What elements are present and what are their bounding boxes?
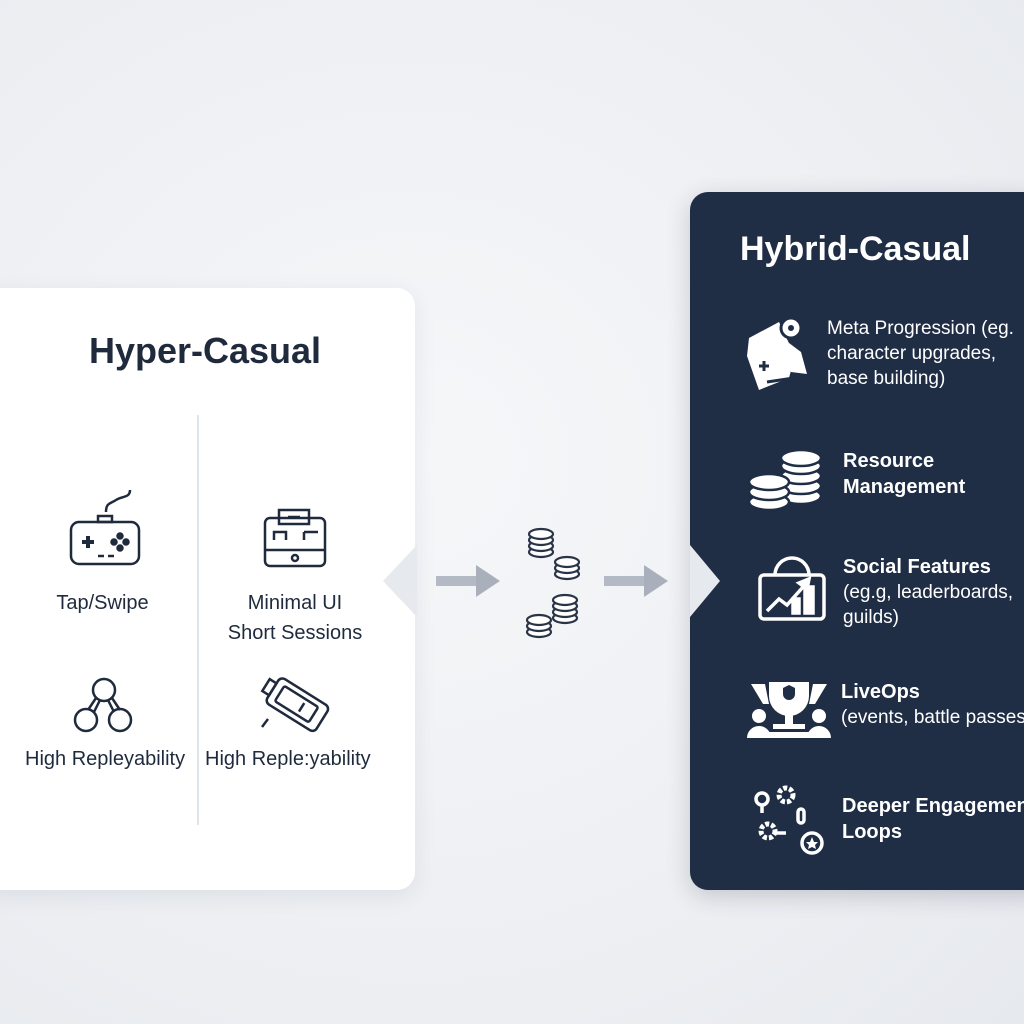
right-card-notch [690, 545, 720, 617]
feature-title: LiveOps [841, 681, 920, 703]
gears-loop-icon [754, 785, 824, 855]
coins-icon [525, 527, 581, 639]
feature-item: Meta Progression (eg. character upgrades,… [745, 316, 1014, 392]
hybrid-casual-card [690, 192, 1024, 890]
feature-title: Resource [843, 450, 935, 472]
feature-desc: (events, battle passes) [841, 707, 1024, 728]
left-card-notch [383, 545, 417, 617]
feature-title: Meta Progression (eg. [827, 318, 1014, 339]
gamepad-icon [69, 489, 141, 566]
feature-title: Deeper Engagement [842, 795, 1024, 817]
feature-label: High Reple:yability [205, 748, 371, 770]
feature-item: Social Features (eg.g, leaderboards, guild… [757, 555, 1013, 630]
feature-desc: character upgrades, [827, 343, 996, 364]
feature-title: Loops [842, 821, 902, 843]
coins-stack-icon [747, 448, 823, 512]
feature-label: High Repleyability [25, 748, 186, 770]
feature-item: LiveOps (events, battle passes) [747, 680, 1024, 740]
device-icon [263, 508, 327, 568]
arrow-right-icon [604, 565, 668, 597]
map-upgrade-icon [747, 316, 808, 390]
battery-icon [260, 677, 330, 733]
trophy-people-icon [747, 682, 831, 738]
feature-label-line: Minimal UI [247, 592, 343, 614]
arrow-right-icon [436, 565, 500, 597]
feature-desc: guilds) [843, 607, 899, 628]
feature-label: Minimal UI Short Sessions [195, 588, 395, 648]
feature-title: Management [843, 476, 966, 498]
feature-desc: base building) [827, 368, 946, 389]
chart-board-icon [758, 556, 826, 621]
hybrid-casual-title: Hybrid-Casual [740, 230, 971, 268]
feature-title: Social Features [843, 556, 991, 578]
feature-label: Tap/Swipe [56, 592, 149, 614]
feature-desc: (eg.g, leaderboards, [843, 582, 1014, 603]
hyper-casual-title: Hyper-Casual [88, 330, 322, 371]
nodes-icon [73, 677, 133, 733]
hyper-casual-card [0, 288, 415, 890]
divider [197, 415, 199, 825]
feature-label-line: Short Sessions [227, 622, 363, 644]
